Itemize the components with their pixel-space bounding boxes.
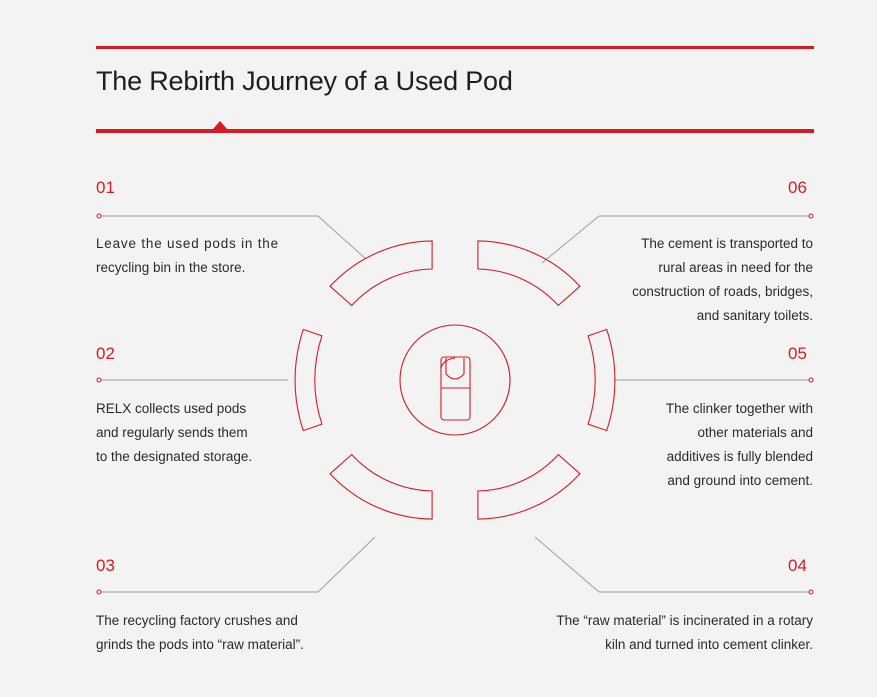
step-01-connector [99, 215, 367, 260]
step-06-line: The cement is transported to [641, 236, 813, 251]
step-04-line: The “raw material” is incinerated in a r… [556, 613, 813, 628]
step-01-description: Leave the used pods in the recycling bin… [96, 232, 279, 280]
pointer-triangle [213, 121, 227, 129]
top-rule [96, 46, 814, 49]
step-04-description: The “raw material” is incinerated in a r… [556, 609, 813, 657]
ring-segment-03 [329, 453, 433, 520]
step-03-line: grinds the pods into “raw material”. [96, 637, 304, 652]
step-05-dot [808, 377, 814, 383]
step-05-number: 05 [788, 344, 807, 363]
step-02-line: and regularly sends them [96, 425, 248, 440]
ring-segment-06 [477, 240, 581, 307]
step-02-line: RELX collects used pods [96, 401, 247, 416]
step-04-line: kiln and turned into cement clinker. [605, 637, 813, 652]
step-05-line: The clinker together with [665, 401, 813, 416]
pod-icon [399, 324, 511, 436]
step-05-description: The clinker together with other material… [666, 397, 813, 493]
step-06-description: The cement is transported to rural areas… [632, 232, 813, 328]
step-06-connector [541, 215, 811, 264]
ring-segment-04 [477, 453, 581, 520]
step-03-description: The recycling factory crushes and grinds… [96, 609, 304, 657]
ring-segment-02 [294, 328, 323, 432]
step-01-line: recycling bin in the store. [96, 260, 246, 275]
step-06-line: and sanitary toilets. [696, 308, 813, 323]
step-02-line: to the designated storage. [96, 449, 253, 464]
step-05-line: and ground into cement. [667, 473, 813, 488]
step-03-line: The recycling factory crushes and [96, 613, 298, 628]
step-06-dot [808, 213, 814, 219]
step-01-number: 01 [96, 178, 115, 197]
step-04-connector [534, 536, 811, 593]
step-04-number: 04 [788, 556, 807, 575]
step-06-line: construction of roads, bridges, [632, 284, 813, 299]
step-01-line: Leave the used pods in the [96, 236, 279, 251]
step-03-number: 03 [96, 556, 115, 575]
step-05-line: additives is fully blended [666, 449, 813, 464]
step-02-dot [96, 377, 102, 383]
bottom-rule [96, 129, 814, 133]
step-05-line: other materials and [697, 425, 813, 440]
step-03-dot [96, 589, 102, 595]
ring-segment-01 [329, 240, 433, 307]
step-06-number: 06 [788, 178, 807, 197]
step-06-line: rural areas in need for the [658, 260, 813, 275]
page-title: The Rebirth Journey of a Used Pod [96, 66, 513, 96]
step-02-description: RELX collects used pods and regularly se… [96, 397, 252, 469]
ring-segment-05 [587, 328, 616, 432]
step-02-number: 02 [96, 344, 115, 363]
step-03-connector [99, 536, 376, 593]
step-01-dot [96, 213, 102, 219]
step-04-dot [808, 589, 814, 595]
